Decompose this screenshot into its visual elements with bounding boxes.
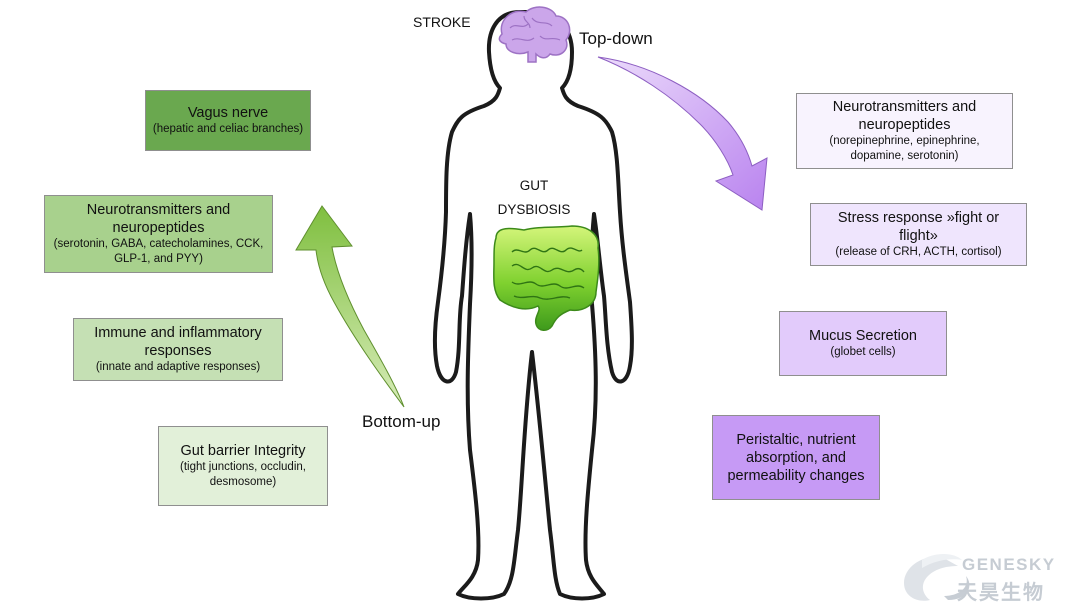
gut-barrier-box: Gut barrier Integrity (tight junctions, … (158, 426, 328, 506)
gut-label-line1: GUT (519, 178, 549, 193)
mucus-secretion-detail: (globet cells) (830, 346, 896, 358)
top-down-arrow (597, 56, 768, 211)
vagus-nerve-detail: (hepatic and celiac branches) (152, 123, 304, 135)
peristaltic-box: Peristaltic, nutrient absorption, and pe… (712, 415, 880, 500)
top-down-label: Top-down (579, 29, 653, 48)
stress-response-detail: (release of CRH, ACTH, cortisol) (835, 246, 1002, 258)
immune-responses-box: Immune and inflammatory responses (innat… (73, 318, 283, 381)
top-down-neurotransmitters-box: Neurotransmitters and neuropeptides (nor… (796, 93, 1013, 169)
logo-wordmark: GENESKY (962, 555, 1056, 574)
top-down-neurotransmitters-detail: (norepinephrine, epinephrine, dopamine, … (829, 135, 980, 162)
stress-response-box: Stress response »fight or flight» (relea… (810, 203, 1027, 266)
bottom-up-label: Bottom-up (362, 412, 441, 431)
bottom-up-neurotransmitters-title: Neurotransmitters and neuropeptides (86, 202, 231, 236)
mucus-secretion-title: Mucus Secretion (809, 328, 917, 344)
vagus-nerve-title: Vagus nerve (187, 105, 269, 121)
bottom-up-neurotransmitters-detail: (serotonin, GABA, catecholamines, CCK, G… (53, 238, 264, 265)
top-down-neurotransmitters-title: Neurotransmitters and neuropeptides (832, 99, 977, 133)
bottom-up-neurotransmitters-box: Neurotransmitters and neuropeptides (ser… (44, 195, 273, 273)
peristaltic-title: Peristaltic, nutrient absorption, and pe… (727, 431, 865, 484)
brain-icon (498, 6, 571, 63)
mucus-secretion-box: Mucus Secretion (globet cells) (779, 311, 947, 376)
gut-barrier-title: Gut barrier Integrity (180, 443, 306, 459)
vagus-nerve-box: Vagus nerve (hepatic and celiac branches… (145, 90, 311, 151)
gut-label-line2: DYSBIOSIS (497, 202, 571, 217)
immune-responses-title: Immune and inflammatory responses (94, 325, 262, 359)
genesky-logo-icon (904, 554, 970, 601)
bottom-up-arrow (295, 205, 405, 408)
stress-response-title: Stress response »fight or flight» (837, 210, 1000, 244)
immune-responses-detail: (innate and adaptive responses) (95, 361, 261, 373)
gut-dysbiosis-label: GUT DYSBIOSIS (479, 174, 589, 222)
logo-chinese-name: 天昊生物 (957, 582, 1045, 604)
intestine-icon (493, 225, 600, 331)
stroke-label: STROKE (413, 14, 471, 30)
gut-barrier-detail: (tight junctions, occludin, desmosome) (180, 461, 306, 488)
